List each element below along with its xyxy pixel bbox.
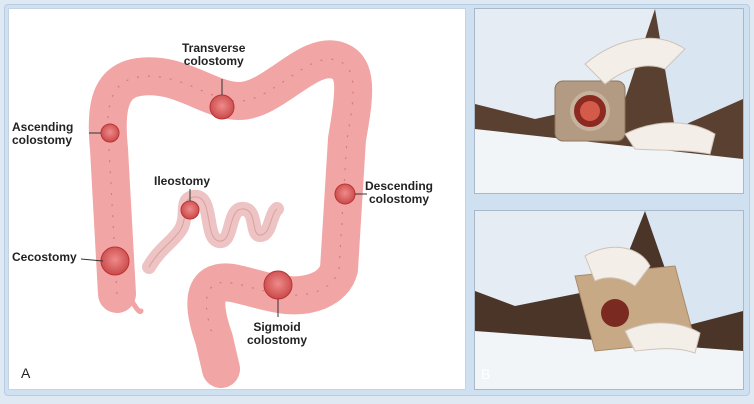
colon-illustration — [80, 40, 373, 388]
colon — [88, 40, 373, 388]
sigmoid-stoma — [263, 270, 293, 300]
photo-top-stoma-bag — [474, 8, 744, 194]
transverse-stoma — [209, 94, 235, 120]
descending-stoma — [334, 183, 356, 205]
label-cecostomy: Cecostomy — [12, 250, 77, 264]
panel-a-diagram: Transverse colostomy Ascending colostomy… — [8, 8, 466, 390]
label-sigmoid-colostomy: Sigmoid colostomy — [247, 320, 308, 347]
cecostomy-stoma — [100, 246, 130, 276]
panel-letter-a: A — [21, 365, 31, 381]
panel-letter-b: B — [481, 366, 491, 382]
label-descending-colostomy: Descending colostomy — [365, 179, 434, 206]
label-transverse-colostomy: Transverse colostomy — [182, 41, 246, 68]
ileostomy-stoma — [180, 200, 200, 220]
label-ileostomy: Ileostomy — [154, 174, 211, 188]
ascending-stoma — [100, 123, 120, 143]
photo-bottom-applying-pouch: B — [474, 210, 744, 390]
label-ascending-colostomy: Ascending colostomy — [12, 120, 74, 147]
ileum — [142, 190, 284, 274]
